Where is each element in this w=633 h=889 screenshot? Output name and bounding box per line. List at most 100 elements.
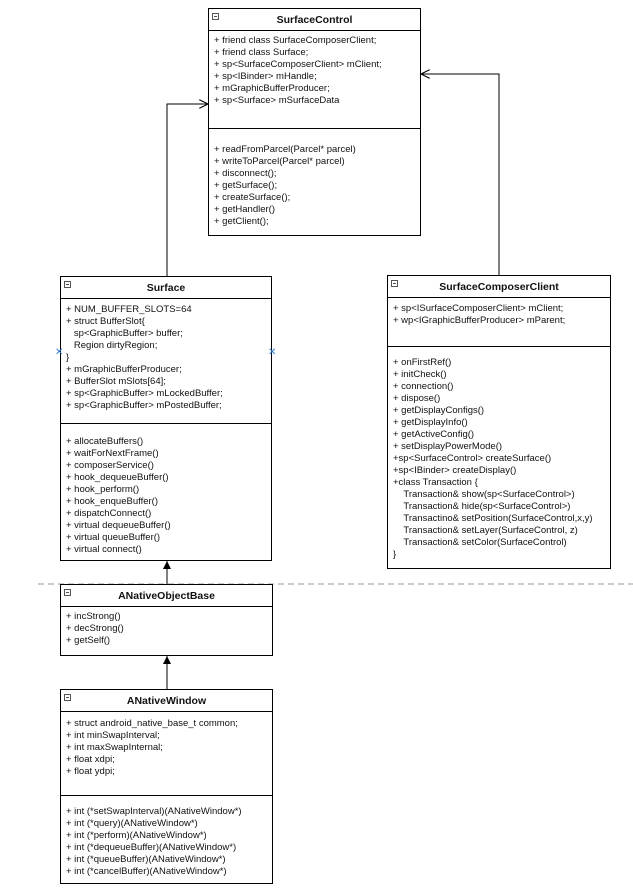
methods-section: + allocateBuffers()+ waitForNextFrame()+… <box>61 424 271 556</box>
edge-surface-to-surfacecontrol <box>166 104 208 276</box>
member-line: + sp<SurfaceComposerClient> mClient; <box>214 59 382 70</box>
edge-composerclient-to-surfacecontrol <box>421 74 500 275</box>
member-line: Transaction& show(sp<SurfaceControl>) <box>393 489 575 500</box>
member-line: + int maxSwapInternal; <box>66 742 163 753</box>
member-line: + hook_perform() <box>66 484 140 495</box>
member-line: + getDisplayInfo() <box>393 417 468 428</box>
member-line: + friend class Surface; <box>214 47 309 58</box>
member-line: + sp<Surface> mSurfaceData <box>214 95 340 106</box>
member-line: + readFromParcel(Parcel* parcel) <box>214 144 356 155</box>
member-line: + hook_enqueBuffer() <box>66 496 158 507</box>
member-line: + sp<IBinder> mHandle; <box>214 71 317 82</box>
member-line: + mGraphicBufferProducer; <box>66 364 182 375</box>
member-line: + dispose() <box>393 393 441 404</box>
methods-section: + readFromParcel(Parcel* parcel)+ writeT… <box>209 129 420 228</box>
collapse-icon[interactable] <box>64 694 71 701</box>
member-line: } <box>66 352 70 363</box>
member-line: Transactino& setPosition(SurfaceControl,… <box>393 513 593 524</box>
member-line: + float xdpi; <box>66 754 115 765</box>
member-line: + NUM_BUFFER_SLOTS=64 <box>66 304 192 315</box>
member-line: + mGraphicBufferProducer; <box>214 83 330 94</box>
member-line: Transaction& hide(sp<SurfaceControl>) <box>393 501 571 512</box>
member-line: + sp<GraphicBuffer> mLockedBuffer; <box>66 388 223 399</box>
member-line: + int (*perform)(ANativeWindow*) <box>66 830 207 841</box>
member-line: + waitForNextFrame() <box>66 448 159 459</box>
member-line: + getHandler() <box>214 204 275 215</box>
class-title: Surface <box>146 281 186 294</box>
class-title: ANativeObjectBase <box>118 589 215 602</box>
member-line: + int (*query)(ANativeWindow*) <box>66 818 198 829</box>
member-line: + disconnect(); <box>214 168 277 179</box>
member-line: + hook_dequeueBuffer() <box>66 472 169 483</box>
class-surface-composer-client[interactable]: SurfaceComposerClient + sp<ISurfaceCompo… <box>387 275 611 569</box>
member-line: + sp<ISurfaceComposerClient> mClient; <box>393 303 564 314</box>
member-line: + virtual connect() <box>66 544 142 555</box>
member-line: + friend class SurfaceComposerClient; <box>214 35 377 46</box>
member-line: + virtual queueBuffer() <box>66 532 161 543</box>
member-line: sp<GraphicBuffer> buffer; <box>66 328 183 339</box>
class-header: Surface <box>61 277 271 299</box>
attributes-section: + incStrong()+ decStrong()+ getSelf() <box>61 607 272 647</box>
class-title: SurfaceComposerClient <box>439 280 559 293</box>
member-line: + struct android_native_base_t common; <box>66 718 238 729</box>
member-line: + sp<GraphicBuffer> mPostedBuffer; <box>66 400 222 411</box>
member-line: + int (*cancelBuffer)(ANativeWindow*) <box>66 866 227 877</box>
collapse-icon[interactable] <box>64 589 71 596</box>
member-line: +sp<SurfaceControl> createSurface() <box>393 453 552 464</box>
methods-section: + int (*setSwapInterval)(ANativeWindow*)… <box>61 796 272 878</box>
member-line: + float ydpi; <box>66 766 115 777</box>
member-line: + getSurface(); <box>214 180 278 191</box>
member-line: + onFirstRef() <box>393 357 452 368</box>
member-line: + int (*queueBuffer)(ANativeWindow*) <box>66 854 226 865</box>
member-line: + createSurface(); <box>214 192 291 203</box>
attributes-section: + struct android_native_base_t common;+ … <box>61 712 272 796</box>
member-line: + connection() <box>393 381 454 392</box>
class-title: SurfaceControl <box>276 13 353 26</box>
class-header: SurfaceControl <box>209 9 420 31</box>
member-line: + virtual dequeueBuffer() <box>66 520 171 531</box>
member-line: + wp<IGraphicBufferProducer> mParent; <box>393 315 566 326</box>
class-header: SurfaceComposerClient <box>388 276 610 298</box>
member-line: +sp<IBinder> createDisplay() <box>393 465 517 476</box>
methods-section: + onFirstRef()+ initCheck()+ connection(… <box>388 347 610 561</box>
member-line: Transaction& setLayer(SurfaceControl, z) <box>393 525 578 536</box>
member-line: } <box>393 549 397 560</box>
member-line: + allocateBuffers() <box>66 436 144 447</box>
collapse-icon[interactable] <box>212 13 219 20</box>
member-line: + getDisplayConfigs() <box>393 405 485 416</box>
attributes-section: + NUM_BUFFER_SLOTS=64+ struct BufferSlot… <box>61 299 271 424</box>
member-line: + initCheck() <box>393 369 447 380</box>
member-line: + dispatchConnect() <box>66 508 152 519</box>
class-header: ANativeWindow <box>61 690 272 712</box>
member-line: + int minSwapInterval; <box>66 730 160 741</box>
member-line: + int (*dequeueBuffer)(ANativeWindow*) <box>66 842 237 853</box>
member-line: + BufferSlot mSlots[64]; <box>66 376 166 387</box>
class-surface[interactable]: Surface + NUM_BUFFER_SLOTS=64+ struct Bu… <box>60 276 272 561</box>
member-line: + getActiveConfig() <box>393 429 475 440</box>
member-line: Transaction& setColor(SurfaceControl) <box>393 537 567 548</box>
class-title: ANativeWindow <box>126 694 207 707</box>
member-line: + getSelf() <box>66 635 111 646</box>
collapse-icon[interactable] <box>391 280 398 287</box>
collapse-icon[interactable] <box>64 281 71 288</box>
class-anative-window[interactable]: ANativeWindow + struct android_native_ba… <box>60 689 273 884</box>
member-line: + struct BufferSlot{ <box>66 316 145 327</box>
member-line: + composerService() <box>66 460 154 471</box>
attributes-section: + sp<ISurfaceComposerClient> mClient;+ w… <box>388 298 610 347</box>
member-line: + setDisplayPowerMode() <box>393 441 503 452</box>
member-line: + getClient(); <box>214 216 269 227</box>
selection-handle-left[interactable]: ✕ <box>55 347 64 358</box>
member-line: + decStrong() <box>66 623 124 634</box>
member-line: + int (*setSwapInterval)(ANativeWindow*) <box>66 806 242 817</box>
class-header: ANativeObjectBase <box>61 585 272 607</box>
class-surface-control[interactable]: SurfaceControl + friend class SurfaceCom… <box>208 8 421 236</box>
attributes-section: + friend class SurfaceComposerClient;+ f… <box>209 31 420 129</box>
member-line: + incStrong() <box>66 611 121 622</box>
member-line: + writeToParcel(Parcel* parcel) <box>214 156 345 167</box>
member-line: Region dirtyRegion; <box>66 340 158 351</box>
selection-handle-right[interactable]: ✕ <box>268 347 277 358</box>
member-line: +class Transaction { <box>393 477 478 488</box>
class-anative-object-base[interactable]: ANativeObjectBase + incStrong()+ decStro… <box>60 584 273 656</box>
